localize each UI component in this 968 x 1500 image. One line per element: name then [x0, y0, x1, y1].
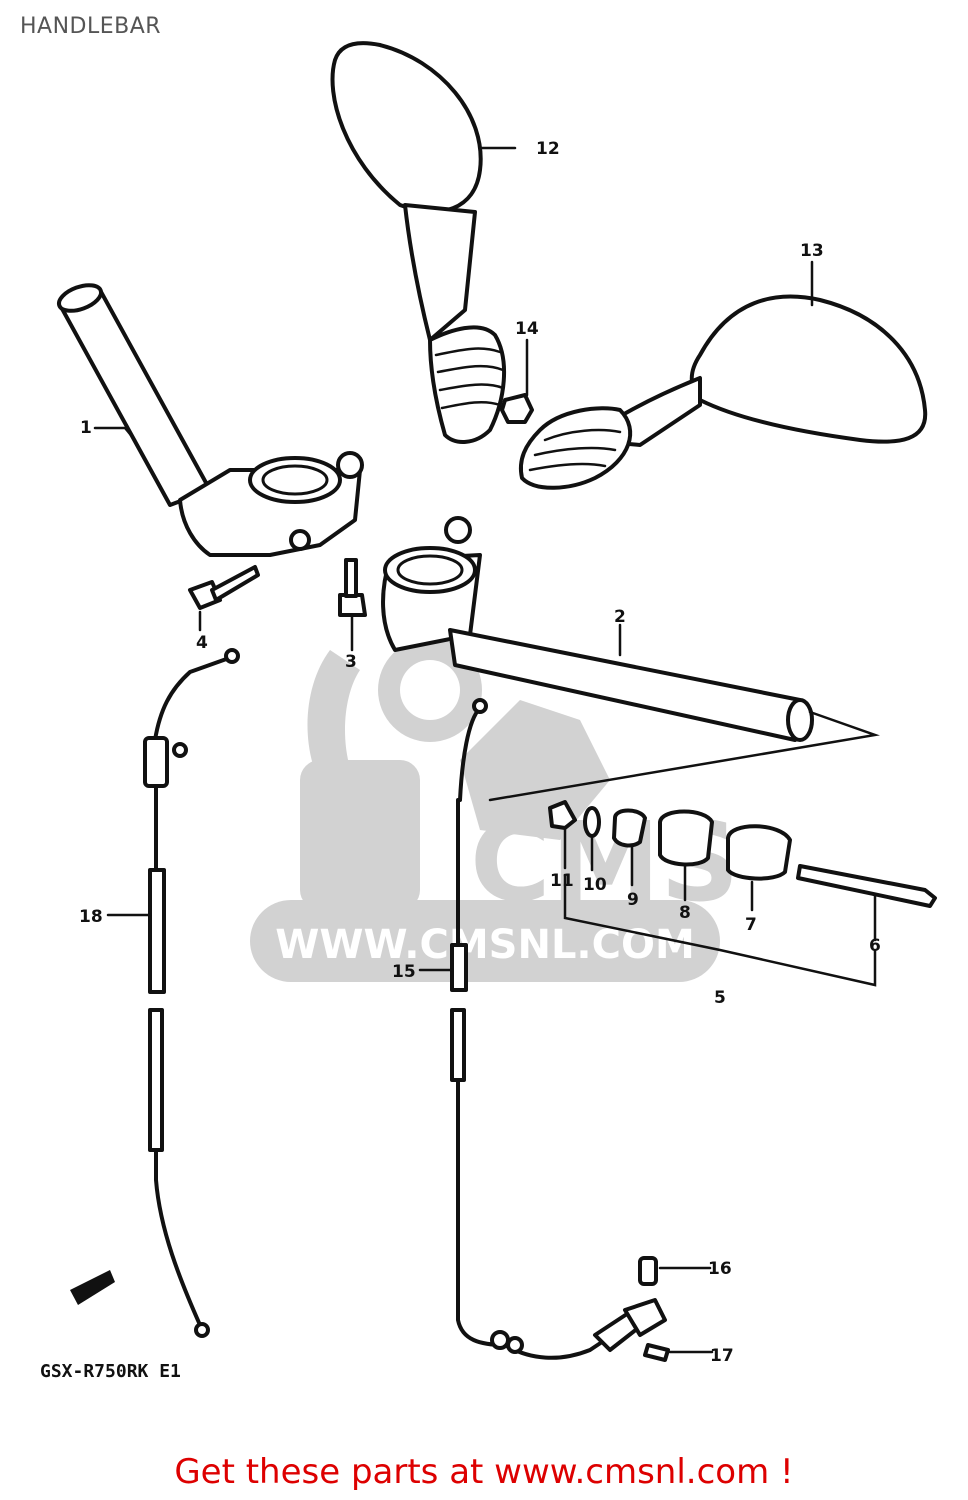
part-1-left-handlebar — [56, 283, 364, 557]
callout-8: 8 — [679, 903, 691, 923]
callout-2: 2 — [614, 607, 626, 627]
callout-9: 9 — [627, 890, 639, 910]
shop-link-banner[interactable]: Get these parts at www.cmsnl.com ! — [174, 1452, 794, 1492]
callout-10: 10 — [583, 875, 607, 895]
callout-6-screw: 6 — [869, 936, 881, 956]
callout-16: 16 — [708, 1259, 732, 1279]
callout-3: 3 — [345, 652, 357, 672]
callout-13: 13 — [800, 241, 824, 261]
callout-11: 11 — [550, 871, 574, 891]
part-15-cable — [450, 698, 667, 1360]
part-16-screw — [638, 1256, 658, 1286]
callout-leaders — [93, 146, 877, 1354]
part-13-right-mirror — [519, 294, 928, 490]
part-17-screw — [643, 1343, 670, 1362]
part-14-nut — [500, 393, 534, 424]
part-7-end-cap — [726, 824, 792, 881]
callout-15: 15 — [392, 962, 416, 982]
callout-12: 12 — [536, 139, 560, 159]
part-2-right-handlebar — [381, 516, 880, 802]
page-title: HANDLEBAR — [20, 14, 162, 39]
callout-18: 18 — [79, 907, 103, 927]
model-code: GSX-R750RK E1 — [40, 1361, 181, 1382]
part-11-collar — [548, 800, 577, 830]
callout-17: 17 — [710, 1346, 734, 1366]
part-8-weight — [658, 809, 714, 867]
callout-7: 7 — [745, 915, 757, 935]
callout-1: 1 — [80, 418, 92, 438]
part-9-spacer — [612, 808, 647, 848]
part-18-cable — [143, 648, 240, 1338]
callout-labels: 1 2 3 4 5 8 7 6 9 10 11 12 13 14 15 16 1… — [79, 139, 881, 1366]
part-6-screw — [796, 864, 937, 908]
part-3-bolt — [338, 558, 367, 617]
watermark-url: WWW.CMSNL.COM — [275, 922, 695, 968]
bar-end-parts — [548, 800, 937, 987]
part-10-washer — [583, 806, 601, 838]
part-4-bolt — [188, 565, 260, 610]
callout-5: 5 — [714, 988, 726, 1008]
callout-4: 4 — [196, 633, 208, 653]
part-12-left-mirror — [330, 41, 506, 444]
front-arrow-icon — [70, 1270, 115, 1305]
callout-14: 14 — [515, 319, 539, 339]
